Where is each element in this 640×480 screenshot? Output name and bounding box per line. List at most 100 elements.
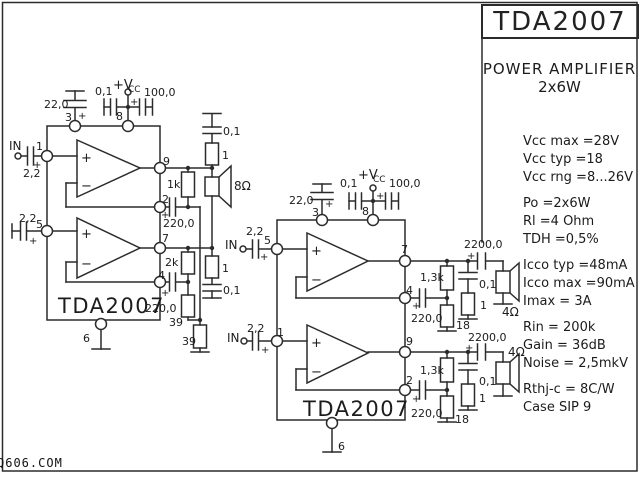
r2-pin6-number: 6 — [338, 440, 345, 453]
junction-dot — [185, 204, 191, 210]
junction-dot — [444, 349, 450, 355]
l1-opamp2-minus: − — [81, 257, 92, 272]
cha-input-terminal — [239, 245, 247, 253]
chb-speaker-value: 4Ω — [508, 345, 525, 359]
left-pin2 — [153, 200, 167, 214]
l1-opamp1-plus: + — [81, 151, 92, 166]
l1-pin6-number: 6 — [83, 332, 90, 345]
spec-line: Rthj-c = 8C/W — [523, 382, 615, 397]
right-pin8 — [366, 213, 380, 227]
right-pin2 — [398, 383, 412, 397]
right-ic-name: TDA2007 — [302, 397, 410, 421]
spec-group-vcc: Vcc max =28V Vcc typ =18 Vcc rng =8...26… — [523, 133, 635, 187]
right-pin6 — [325, 416, 339, 430]
watermark: Q606.COM — [0, 456, 63, 470]
spec-line: Noise = 2,5mkV — [523, 356, 628, 371]
speaker-8ohm-cone — [217, 164, 232, 209]
l1-cap100-value: 100,0 — [144, 86, 176, 99]
left-opamp2 — [76, 216, 142, 280]
chb-cap220-plus: + — [412, 394, 420, 405]
r2-cap22-plus: + — [325, 199, 333, 210]
left-pin6 — [94, 317, 108, 331]
chb-r13k-value: 1,3k — [420, 364, 444, 377]
right-opamp1 — [306, 231, 370, 293]
r2-pin4-number: 4 — [406, 284, 413, 297]
spec-line: Vcc rng =8...26V — [523, 170, 634, 185]
spec-group-current: Icco typ =48mA Icco max =90mA Imax = 3A — [523, 257, 635, 311]
right-pin7 — [398, 254, 412, 268]
resistor-1b — [204, 255, 220, 279]
l1-cap220b-value: 220,0 — [145, 302, 177, 315]
junction-dot — [209, 165, 215, 171]
right-cap22 — [310, 183, 334, 216]
resistor-1k — [180, 171, 196, 198]
left-pin9 — [153, 161, 167, 175]
l1-r1k-value: 1k — [167, 178, 181, 191]
r2-pin2-number: 2 — [406, 374, 413, 387]
cha-cap220-value: 220,0 — [411, 312, 443, 325]
l1-pin5-number: 5 — [36, 218, 43, 231]
junction-dot — [125, 104, 131, 110]
chb-output — [295, 343, 520, 423]
cha-r18-value: 18 — [456, 319, 470, 332]
left-ic-name: TDA2007 — [57, 294, 165, 318]
junction-dot — [370, 198, 376, 204]
resistor-1-a — [460, 292, 476, 316]
r2-pin5-number: 5 — [264, 234, 271, 247]
r2-pin3-number: 3 — [312, 206, 319, 219]
spec-line: Gain = 36dB — [523, 338, 606, 353]
l1-in2-cap-plus: + — [29, 236, 37, 247]
bridge-r1b-value: 1 — [222, 262, 229, 275]
right-ic — [239, 183, 520, 453]
spec-line: Imax = 3A — [523, 294, 592, 309]
l1-cap220b-plus: + — [161, 288, 169, 299]
left-pin4 — [153, 275, 167, 289]
l1-pin3-number: 3 — [65, 111, 72, 124]
right-pin4 — [398, 291, 412, 305]
speaker-4ohm-b-cone — [508, 352, 520, 394]
l1-cap100-plus: + — [130, 97, 138, 108]
cha-c01-value: 0,1 — [479, 278, 497, 291]
spec-line: Icco max =90mA — [523, 276, 635, 291]
l1-pin1-number: 1 — [36, 140, 43, 153]
chb-r1-value: 1 — [479, 392, 486, 405]
speaker-4ohm-a-body — [495, 270, 511, 294]
in-chb-label: IN — [227, 331, 240, 345]
l1-cap220a-value: 220,0 — [163, 217, 195, 230]
spec-group-output: Po =2x6W Rl =4 Ohm TDH =0,5% — [523, 195, 635, 249]
left-pin8 — [121, 119, 135, 133]
cha-cap2200-value: 2200,0 — [464, 238, 503, 251]
junction-dot — [444, 295, 450, 301]
bridge-output-column — [202, 112, 232, 299]
spec-line: Case SIP 9 — [523, 400, 592, 415]
spec-line: Vcc max =28V — [523, 134, 620, 149]
chb-input-terminal — [240, 337, 248, 345]
resistor-1-b — [460, 383, 476, 407]
bridge-c01b-value: 0,1 — [223, 284, 241, 297]
cha-output — [295, 252, 520, 332]
right-pin6-ground — [322, 427, 342, 453]
chip-title: TDA2007 — [493, 6, 627, 37]
chb-cap220-value: 220,0 — [411, 407, 443, 420]
speaker-8ohm-body — [204, 176, 220, 197]
l1-in1-cap-plus: + — [33, 160, 41, 171]
right-vcc-network — [348, 190, 400, 216]
junction-dot — [444, 387, 450, 393]
page-border — [1, 1, 638, 472]
spec-group-thermal: Rthj-c = 8C/W Case SIP 9 — [523, 381, 635, 417]
l1-vcc-sub: CC — [128, 85, 141, 95]
l1-opamp2-plus: + — [81, 227, 92, 242]
spec-line: Vcc typ =18 — [523, 152, 603, 167]
l1-in1-cap-value: 2,2 — [23, 167, 41, 180]
cha-r13k-value: 1,3k — [420, 271, 444, 284]
l1-opamp1-minus: − — [81, 179, 92, 194]
cha-cap2200-plus: + — [467, 251, 475, 262]
cha-r1-value: 1 — [480, 299, 487, 312]
r2-opamp1-minus: − — [311, 273, 322, 288]
left-vcc-network — [103, 94, 154, 122]
junction-dot — [209, 245, 215, 251]
r2-pin9-number: 9 — [406, 335, 413, 348]
junction-dot — [465, 349, 471, 355]
